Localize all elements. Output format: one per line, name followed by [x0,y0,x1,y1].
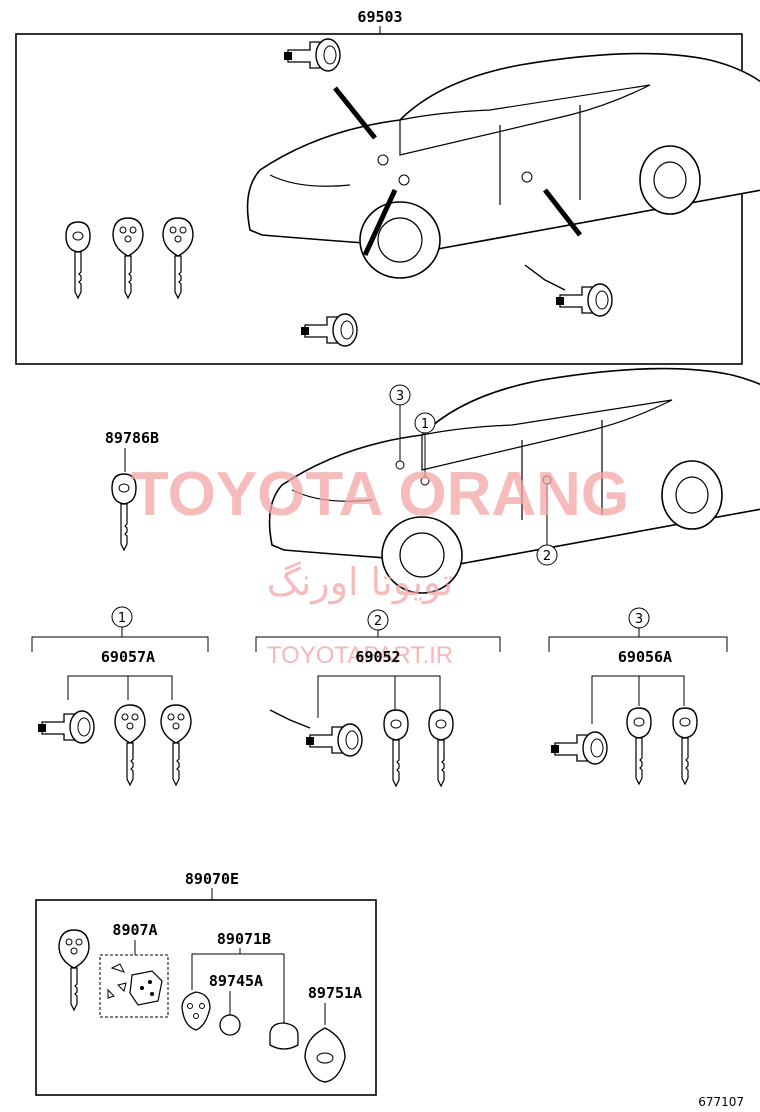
callout-2-car: 2 [543,549,551,564]
kit-frame-bottom [35,899,377,1096]
part-number-89745A: 89745A [209,972,263,990]
part-number-8907A: 8907A [112,921,157,939]
key-plain-set-3a [626,707,652,785]
key-plain-set-3b [672,707,698,785]
watermark-brand: TOYOTA ORANG [131,460,629,529]
car-illustration-top [246,52,760,279]
door-cylinder-set-2 [269,709,363,757]
key-remote-set-1a [114,704,146,786]
part-number-89071B: 89071B [217,930,271,948]
part-number-69503: 69503 [357,8,402,26]
key-remote-kit [58,929,90,1011]
part-number-69052: 69052 [355,648,400,666]
lock-cylinder-bottom [300,313,358,347]
callout-1-car: 1 [421,417,429,432]
cover-plate [304,1027,346,1083]
callout-3-car: 3 [396,389,404,404]
callout-3-set: 3 [635,612,643,627]
key-plain-set-2a [383,709,409,787]
key-remote-set-1b [160,704,192,786]
door-lock-cylinder-top [524,264,613,317]
part-number-89751A: 89751A [308,984,362,1002]
key-plain-top [65,221,91,299]
callout-1-set: 1 [118,611,126,626]
part-number-69057A: 69057A [101,648,155,666]
lock-cylinder-top [283,38,341,72]
cylinder-set-3 [550,731,608,765]
key-remote-top-2 [162,217,194,299]
cylinder-set-1 [37,710,95,744]
battery-disc [219,1014,241,1036]
watermark-url: TOYOTAPART.IR [267,642,453,669]
diagram-code: 677107 [698,1095,744,1109]
part-number-89070E: 89070E [185,870,239,888]
part-number-89786B: 89786B [105,429,159,447]
watermark-persian: تویوتا اورنگ [267,560,454,605]
kit-frame-top [15,33,743,365]
key-remote-top-1 [112,217,144,299]
callout-2-set: 2 [374,614,382,629]
key-plain-set-2b [428,709,454,787]
part-number-69056A: 69056A [618,648,672,666]
